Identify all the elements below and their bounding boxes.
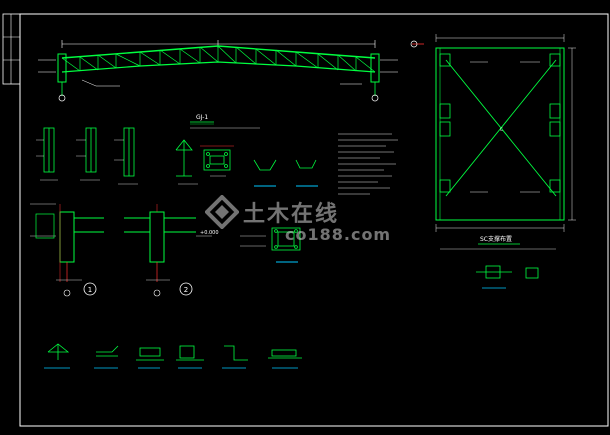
column-details (36, 127, 138, 185)
weld-details-row (44, 343, 302, 369)
anchor-bolt-plan (240, 227, 301, 263)
general-notes (338, 133, 398, 195)
node-detail-1: 1 (30, 203, 104, 297)
truss-elevation (38, 40, 398, 102)
purlin-sections (253, 159, 318, 187)
sheet-frame (19, 13, 609, 427)
node-detail-2: +0.000 2 (124, 204, 219, 297)
bracing-plan: SC支撑布置 C (410, 34, 576, 250)
gusset-detail (175, 139, 198, 185)
sheet-binding-margin (2, 13, 21, 85)
bracing-plan-title: SC支撑布置 (480, 235, 512, 243)
node-2-label: 2 (184, 286, 188, 294)
node-1-label: 1 (88, 286, 92, 294)
bracing-node-detail (476, 265, 539, 289)
truss-title-text: GJ-1 (196, 114, 208, 121)
base-plate-detail (200, 145, 234, 177)
elevation-mark: +0.000 (200, 230, 219, 236)
truss-title: GJ-1 (190, 114, 260, 129)
bracing-mid-tag: C (500, 127, 503, 132)
